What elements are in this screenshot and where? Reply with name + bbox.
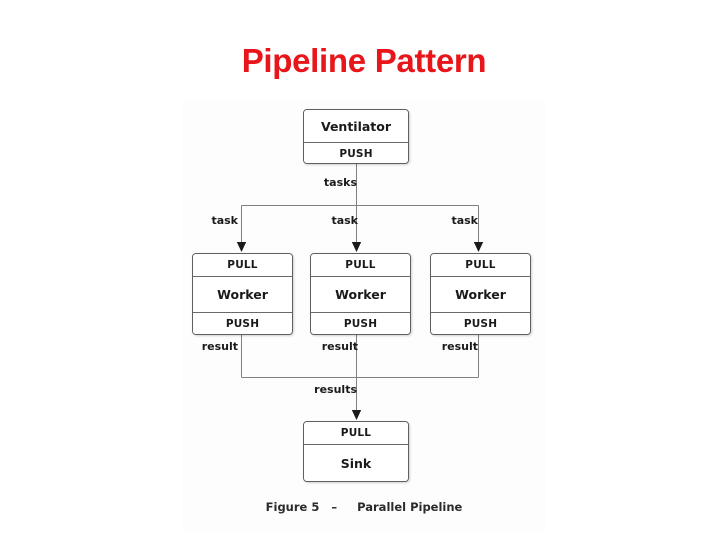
- node-worker-2[interactable]: PULL Worker PUSH: [310, 253, 411, 335]
- sink-name: Sink: [304, 445, 408, 481]
- arrowhead-task-1: [236, 242, 247, 252]
- pipeline-diagram: Ventilator PUSH PULL Worker PUSH PULL Wo…: [182, 100, 546, 532]
- node-ventilator[interactable]: Ventilator PUSH: [303, 109, 409, 164]
- node-sink[interactable]: PULL Sink: [303, 421, 409, 482]
- node-worker-3[interactable]: PULL Worker PUSH: [430, 253, 531, 335]
- worker-1-push-socket: PUSH: [193, 313, 292, 334]
- edge-label-results: results: [314, 383, 357, 396]
- edge-label-task-1: task: [211, 214, 238, 227]
- figure-caption: Figure 5 – Parallel Pipeline: [265, 500, 463, 514]
- arrowhead-task-2: [351, 242, 362, 252]
- arrowhead-task-3: [473, 242, 484, 252]
- edge-label-result-3: result: [441, 340, 478, 353]
- worker-1-name: Worker: [193, 277, 292, 313]
- sink-pull-socket: PULL: [304, 422, 408, 445]
- edge-label-tasks: tasks: [323, 176, 357, 189]
- connector-layer: [236, 164, 484, 420]
- node-worker-1[interactable]: PULL Worker PUSH: [192, 253, 293, 335]
- worker-1-pull-socket: PULL: [193, 254, 292, 277]
- edge-label-task-3: task: [451, 214, 478, 227]
- worker-3-name: Worker: [431, 277, 530, 313]
- page-title: Pipeline Pattern: [241, 42, 487, 79]
- worker-2-push-socket: PUSH: [311, 313, 410, 334]
- worker-2-name: Worker: [311, 277, 410, 313]
- ventilator-push-socket: PUSH: [304, 143, 408, 163]
- edge-label-task-2: task: [331, 214, 358, 227]
- arrowhead-results: [351, 410, 362, 420]
- worker-2-pull-socket: PULL: [311, 254, 410, 277]
- arrowheads: [236, 242, 484, 420]
- ventilator-name: Ventilator: [304, 110, 408, 143]
- edge-label-result-1: result: [201, 340, 238, 353]
- edge-label-result-2: result: [321, 340, 358, 353]
- worker-3-pull-socket: PULL: [431, 254, 530, 277]
- worker-3-push-socket: PUSH: [431, 313, 530, 334]
